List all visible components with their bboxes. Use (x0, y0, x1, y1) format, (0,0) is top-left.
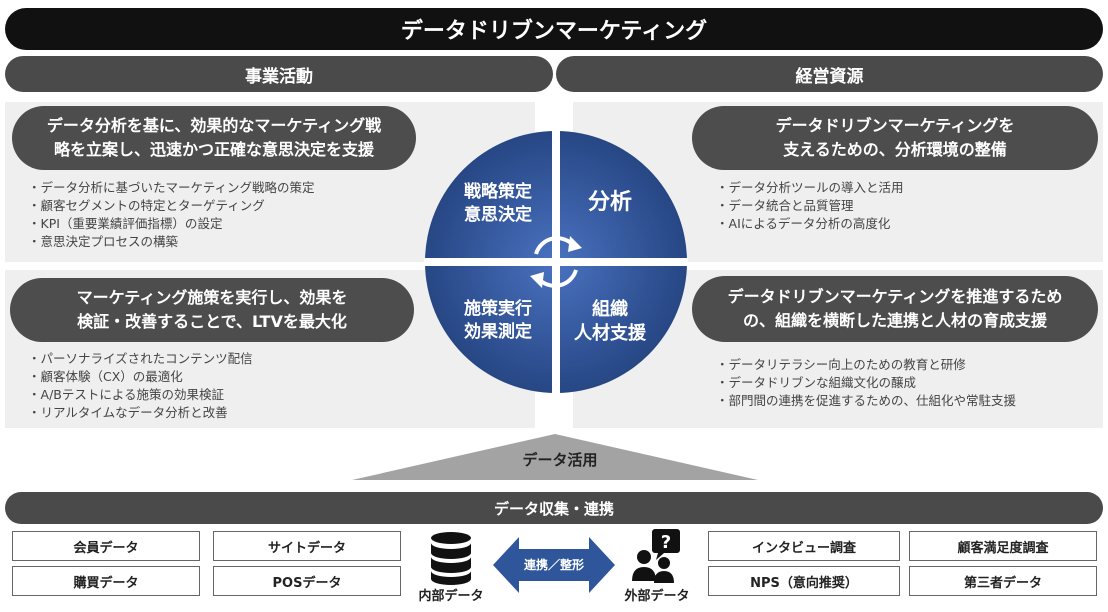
quadrant-strategy: 戦略策定 意思決定 (464, 182, 532, 225)
list-item: 顧客体験（CX）の最適化 (28, 368, 253, 386)
third-party-data-box: 第三者データ (909, 566, 1097, 596)
internal-data-caption: 内部データ (418, 589, 484, 604)
data-collection-bar: データ収集・連携 (5, 492, 1103, 524)
list-item: リアルタイムなデータ分析と改善 (28, 404, 253, 422)
nps-box: NPS（意向推奨） (708, 566, 900, 596)
pos-data-box: POSデータ (213, 566, 401, 596)
data-usage-label: データ活用 (522, 451, 598, 469)
link-label: 連携／整形 (523, 558, 584, 572)
satisfaction-survey-box: 顧客満足度調査 (909, 531, 1097, 561)
list-item: KPI（重要業績評価指標）の設定 (28, 215, 315, 233)
organization-bubble: データドリブンマーケティングを推進するため の、組織を横断した連携と人材の育成支… (692, 276, 1098, 342)
left-section-header: 事業活動 (5, 56, 553, 92)
right-section-header: 経営資源 (556, 56, 1103, 92)
quadrant-organization: 組織 人材支援 (574, 299, 646, 344)
list-item: データリテラシー向上のための教育と研修 (716, 356, 1016, 374)
execution-bubble: マーケティング施策を実行し、効果を 検証・改善することで、LTVを最大化 (10, 278, 414, 342)
list-item: データドリブンな組織文化の醸成 (716, 374, 1016, 392)
member-data-box: 会員データ (12, 531, 200, 561)
svg-text:?: ? (661, 532, 671, 553)
list-item: データ分析ツールの導入と活用 (716, 179, 904, 197)
central-quadrant-circle (424, 130, 688, 394)
list-item: データ統合と品質管理 (716, 197, 904, 215)
execution-bullets: パーソナライズされたコンテンツ配信 顧客体験（CX）の最適化 A/Bテストによる… (28, 350, 253, 422)
analysis-bubble: データドリブンマーケティングを 支えるための、分析環境の整備 (692, 106, 1098, 170)
list-item: パーソナライズされたコンテンツ配信 (28, 350, 253, 368)
list-item: 顧客セグメントの特定とターゲティング (28, 197, 315, 215)
quadrant-analysis: 分析 (587, 190, 632, 215)
list-item: 部門間の連携を促進するための、仕組化や常駐支援 (716, 392, 1017, 410)
organization-bullets: データリテラシー向上のための教育と研修 データドリブンな組織文化の醸成 部門間の… (716, 356, 1017, 410)
quadrant-execution: 施策実行 効果測定 (464, 299, 532, 342)
strategy-bubble: データ分析を基に、効果的なマーケティング戦 略を立案し、迅速かつ正確な意思決定を… (12, 106, 416, 170)
interview-survey-box: インタビュー調査 (708, 531, 900, 561)
people-question-icon: ? (632, 529, 680, 583)
main-title: データドリブンマーケティング (5, 8, 1103, 50)
external-data-caption: 外部データ (624, 589, 690, 604)
cycle-arrows-icon (530, 236, 582, 288)
double-arrow-icon (493, 537, 615, 593)
purchase-data-box: 購買データ (12, 566, 200, 596)
database-icon (431, 532, 471, 585)
site-data-box: サイトデータ (213, 531, 401, 561)
list-item: AIによるデータ分析の高度化 (716, 215, 904, 233)
analysis-bullets: データ分析ツールの導入と活用 データ統合と品質管理 AIによるデータ分析の高度化 (716, 179, 904, 233)
list-item: A/Bテストによる施策の効果検証 (28, 386, 253, 404)
data-usage-triangle (352, 434, 758, 480)
strategy-bullets: データ分析に基づいたマーケティング戦略の策定 顧客セグメントの特定とターゲティン… (28, 179, 315, 251)
list-item: 意思決定プロセスの構築 (28, 233, 315, 251)
list-item: データ分析に基づいたマーケティング戦略の策定 (28, 179, 315, 197)
